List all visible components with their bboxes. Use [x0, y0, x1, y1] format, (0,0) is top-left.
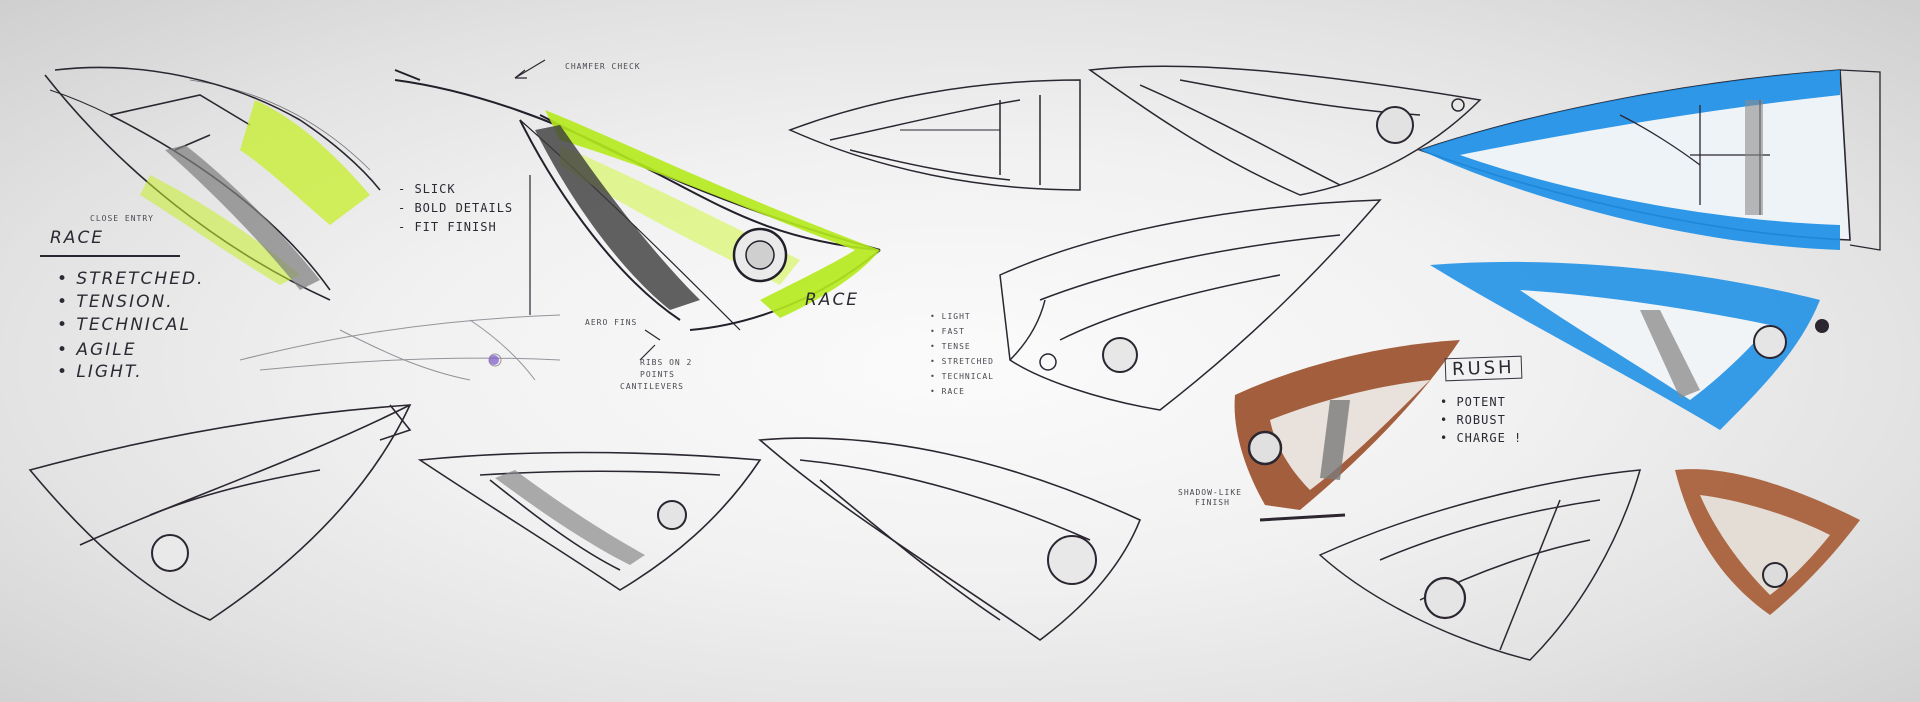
- callout-arrows: [40, 59, 661, 361]
- rush-bullet-3: • CHARGE !: [1440, 431, 1523, 445]
- lime-fill-left-lower: [140, 175, 300, 285]
- grey-rib-rush: [1320, 400, 1350, 480]
- race-bullet-4: • AGILE: [57, 340, 137, 360]
- axle-ring-bottom-right-wedge: [1423, 576, 1467, 620]
- race-bullet-3: • TECHNICAL: [57, 315, 191, 335]
- race-label-green: RACE: [805, 290, 860, 310]
- axle-dot-top-right: [1451, 98, 1465, 112]
- race-bullet-5: • LIGHT.: [57, 362, 143, 382]
- race-bullet-2: • TENSION.: [57, 292, 174, 312]
- violet-dot: [489, 355, 499, 365]
- center-list-5: • TECHNICAL: [930, 372, 994, 381]
- axle-dot-center: [1039, 353, 1057, 371]
- sketch-bottom-middle-wedge: [417, 451, 762, 591]
- axle-ring-bottom-center: [1047, 535, 1097, 585]
- slick-note: - SLICK: [398, 182, 456, 196]
- lime-fill-main: [545, 110, 880, 318]
- aero-fins-note: AERO FINS: [585, 318, 638, 327]
- grey-rib-left: [165, 145, 320, 290]
- blue-wedge-lower-inner: [1520, 290, 1770, 400]
- axle-ring-top-right: [1376, 106, 1414, 144]
- axle-ring-main-inner: [745, 240, 775, 270]
- rush-title: RUSH: [1444, 355, 1523, 382]
- axle-ring-bottom-left: [151, 534, 189, 572]
- axle-ring-blue-lower: [1753, 325, 1787, 359]
- axle-ring-center: [1102, 337, 1138, 373]
- blue-stroke-top: [1420, 70, 1840, 250]
- race-bullet-1: • STRETCHED.: [57, 269, 205, 289]
- close-entry-caption: CLOSE ENTRY: [90, 214, 154, 223]
- sketch-bottom-right-wedge: [1318, 469, 1642, 661]
- sketch-bottom-left-wedge: [28, 404, 412, 621]
- grey-rib-blue-lower: [1640, 310, 1700, 398]
- race-heading-left: RACE: [50, 228, 105, 248]
- fit-finish-note: - FIT FINISH: [398, 220, 497, 234]
- lime-fill-left: [240, 100, 370, 225]
- chamfer-check-callout: CHAMFER CHECK: [565, 62, 641, 71]
- grey-rib-bottom-middle: [495, 470, 645, 565]
- shadow-note-line-1: SHADOW-LIKE: [1178, 488, 1242, 497]
- axle-dot-blue-lower: [1815, 319, 1829, 333]
- center-list-6: • RACE: [930, 387, 965, 396]
- copper-wedge-rush-inner: [1270, 380, 1430, 490]
- shadow-note-line-2: FINISH: [1195, 498, 1230, 507]
- grey-bar-top: [1745, 100, 1763, 215]
- rush-bullet-1: • POTENT: [1440, 395, 1506, 409]
- center-list-1: • LIGHT: [930, 312, 971, 321]
- center-list-3: • TENSE: [930, 342, 971, 351]
- sketch-top-right-wedge: [1087, 65, 1482, 196]
- sketch-bottom-center-wedge: [758, 437, 1142, 641]
- rush-bullet-2: • ROBUST: [1440, 413, 1506, 427]
- bold-details-note: - BOLD DETAILS: [398, 201, 514, 215]
- axle-ring-bottom-right: [1762, 562, 1788, 588]
- copper-wedge-bottom-right-inner: [1700, 495, 1830, 595]
- center-list-2: • FAST: [930, 327, 965, 336]
- sketch-faint-wedge: [239, 314, 561, 381]
- ribs-note-line-1: RIBS ON 2: [640, 358, 693, 367]
- ribs-note-line-2: POINTS: [640, 370, 675, 379]
- ribs-note-line-3: CANTILEVERS: [620, 382, 684, 391]
- sketch-center-wedge: [999, 199, 1382, 411]
- center-list-4: • STRETCHED: [930, 357, 994, 366]
- axle-ring-rush: [1247, 430, 1283, 466]
- rush-ground-line: [1259, 513, 1346, 522]
- dark-rib-main: [535, 125, 700, 310]
- sketch-top-center-wedge: [788, 79, 1081, 191]
- axle-ring-bottom-middle: [657, 500, 687, 530]
